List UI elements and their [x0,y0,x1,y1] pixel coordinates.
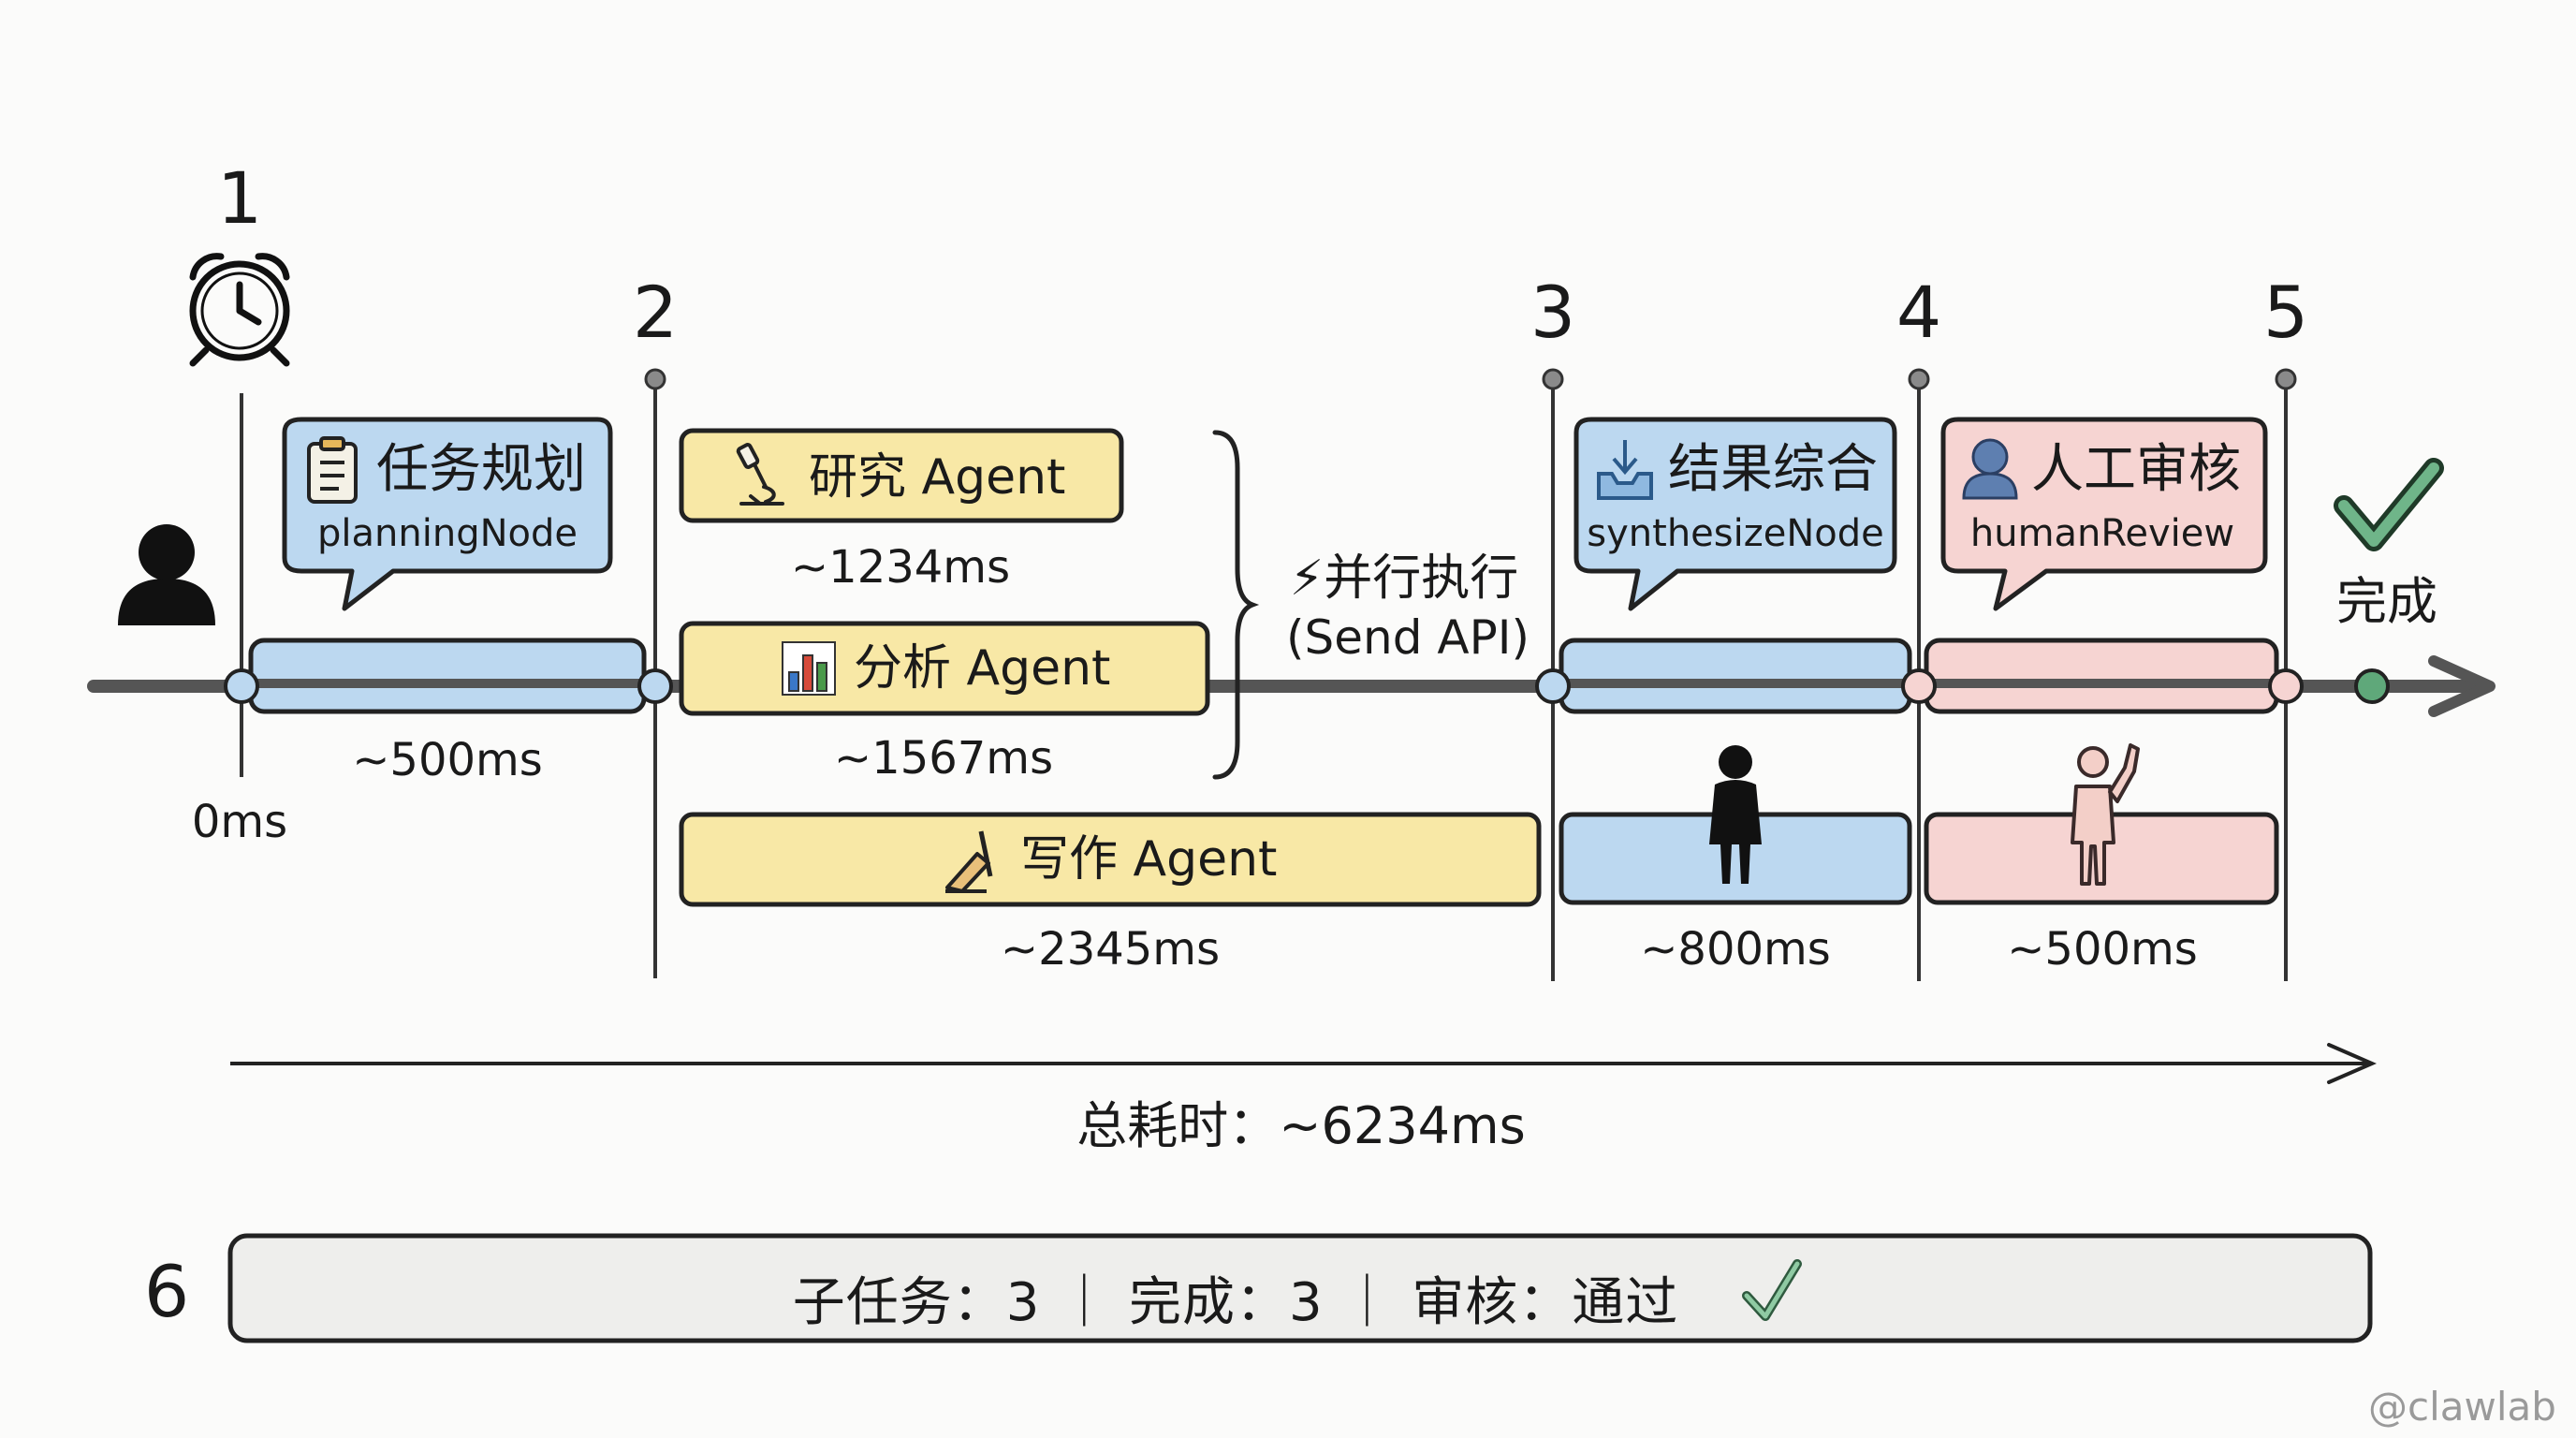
synthesize-bubble [1573,417,1897,611]
analysis-agent-duration: ~1567ms [833,732,1054,785]
research-agent-label: 研究 Agent [809,449,1066,506]
total-time-label: 总耗时：~6234ms [1076,1096,1526,1155]
marker-5: 5 [2262,271,2309,354]
review-subtitle: humanReview [1969,512,2235,555]
synthesize-axis-bar [1559,638,1912,714]
planning-subtitle: planningNode [317,512,578,555]
total-time-arrow [230,1043,2378,1084]
writing-agent-duration: ~2345ms [1000,923,1221,976]
research-agent-duration: ~1234ms [790,541,1011,594]
watermark: @clawlab [2368,1384,2556,1430]
marker-2: 2 [632,271,679,354]
parallel-label: ⚡并行执行 [1289,550,1519,607]
review-duration: ~500ms [2007,923,2198,976]
synthesize-title: 结果综合 [1668,439,1878,500]
synthesize-subtitle: synthesizeNode [1587,512,1884,555]
summary-bar [227,1233,2373,1343]
person-bust-icon [1962,438,2018,500]
finish-label: 完成 [2336,572,2437,631]
planning-axis-bar [248,638,647,714]
waving-person-icon [2071,743,2140,886]
planning-duration: ~500ms [352,734,543,786]
marker-1: 1 [216,156,263,240]
clipboard-icon [307,436,358,504]
start-time-label: 0ms [191,796,288,848]
marker-3: 3 [1530,271,1576,354]
review-bubble [1940,417,2268,611]
analysis-agent-label: 分析 Agent [854,640,1111,697]
writing-hand-icon [945,830,993,893]
review-axis-bar [1924,638,2279,714]
planning-title: 任务规划 [376,439,586,500]
marker-6: 6 [143,1250,190,1333]
microscope-icon [736,443,784,506]
parallel-sublabel: (Send API) [1286,610,1530,665]
axis-bars [248,638,2279,714]
writing-agent-box [679,812,1542,907]
synthesize-duration: ~800ms [1640,923,1831,976]
axis-nodes [224,668,2390,704]
planning-bubble [282,417,613,611]
inbox-download-icon [1597,440,1653,500]
alarm-clock-icon [189,253,290,367]
bar-chart-icon [782,641,836,696]
agent-boxes [679,428,1542,907]
parallel-brace [1212,430,1260,780]
writing-agent-label: 写作 Agent [1020,831,1278,888]
review-title: 人工审核 [2031,439,2241,500]
marker-4: 4 [1895,271,1942,354]
research-agent-box [679,428,1124,523]
summary-text: 子任务：3 ｜ 完成：3 ｜ 审核：通过 [792,1272,1679,1333]
standing-person-icon [1709,745,1762,884]
user-icon [118,524,215,625]
